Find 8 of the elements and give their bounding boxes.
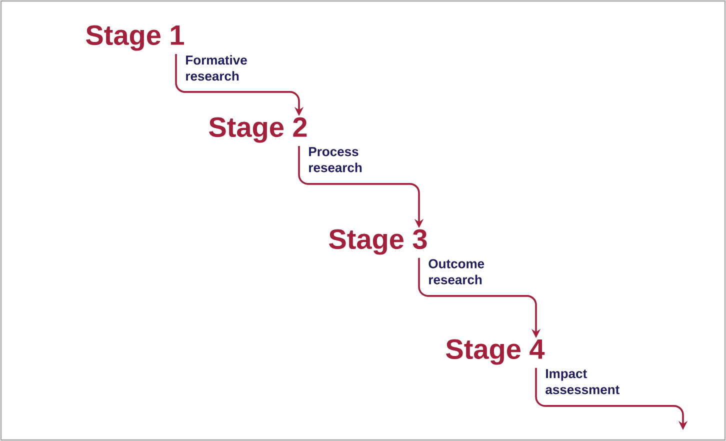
edge-label: Formative research bbox=[186, 55, 247, 81]
edge-label: Impact assessment bbox=[546, 369, 620, 394]
edge-label: Process research bbox=[309, 147, 362, 172]
stage-heading: Stage 2 bbox=[209, 117, 307, 143]
stage-heading: Stage 1 bbox=[86, 25, 184, 51]
stage-heading: Stage 3 bbox=[329, 229, 427, 255]
stage-heading: Stage 4 bbox=[446, 339, 545, 365]
edge-label: Outcome research bbox=[428, 259, 484, 284]
